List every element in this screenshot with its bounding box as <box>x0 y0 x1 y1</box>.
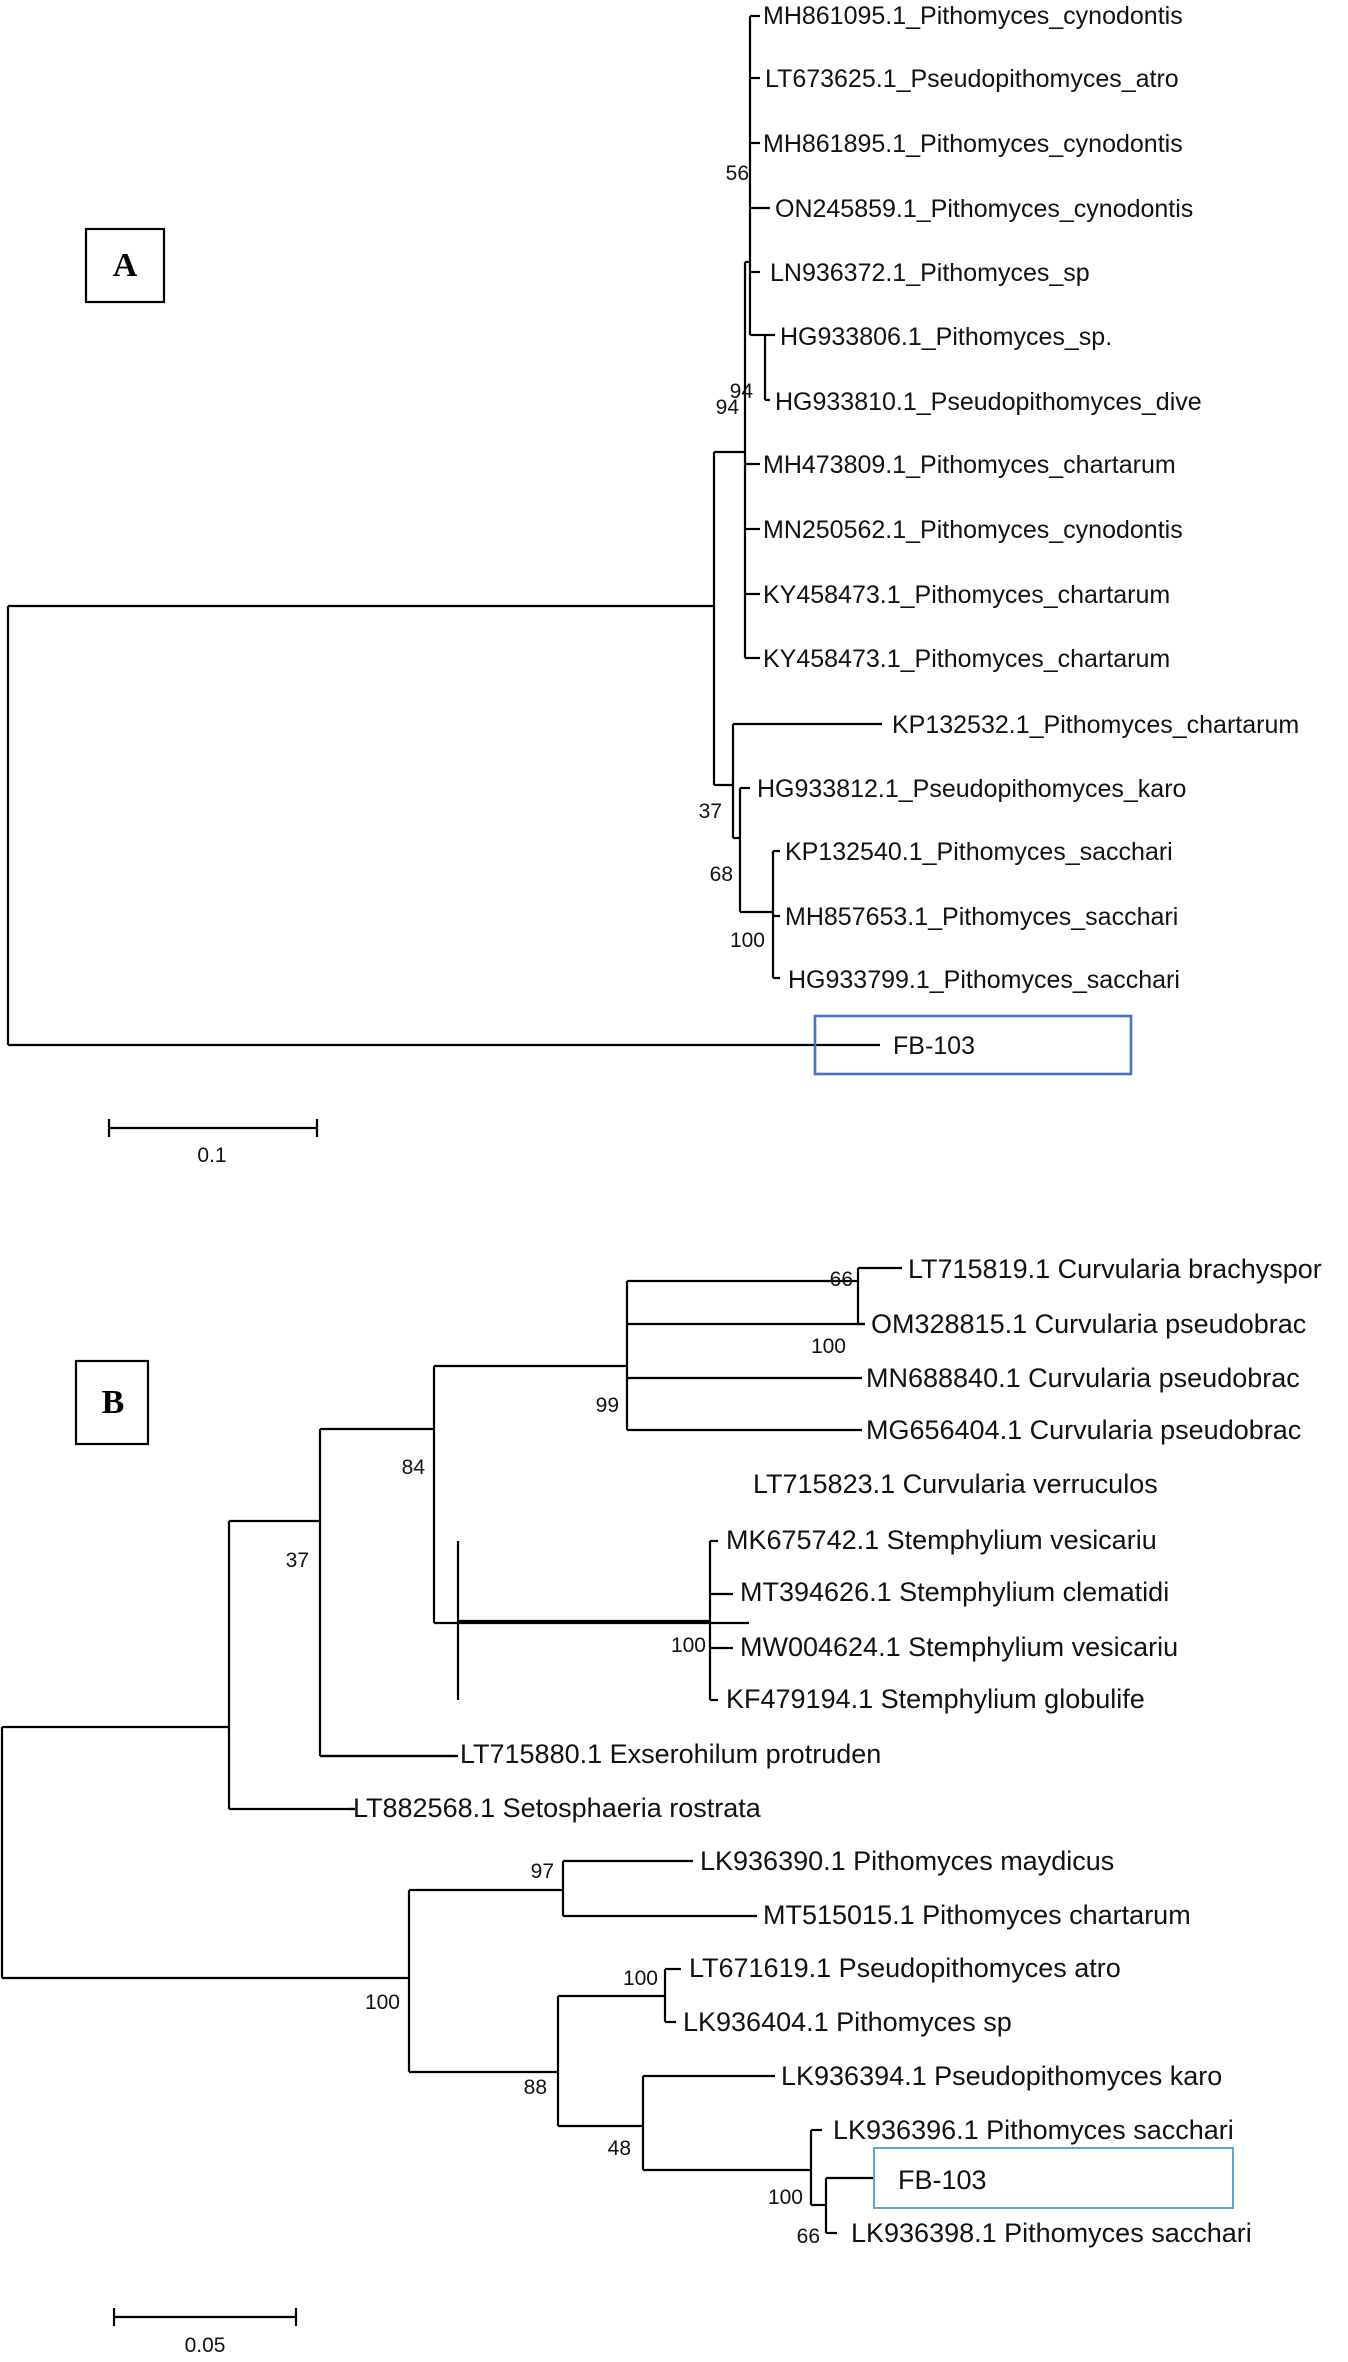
scale-bar-label: 0.1 <box>197 1144 226 1167</box>
taxon-label: LT673625.1_Pseudopithomyces_atro <box>765 65 1179 93</box>
bootstrap-value: 100 <box>768 2186 803 2209</box>
taxon-label: KP132532.1_Pithomyces_chartarum <box>892 711 1299 739</box>
panel-b-label-box <box>74 1359 150 1446</box>
panel-b: B <box>0 1254 1322 2357</box>
panel-a-bootstrap: 56 94 94 37 68 100 <box>699 162 765 952</box>
bootstrap-value: 94 <box>716 396 740 419</box>
bootstrap-value: 99 <box>596 1394 619 1417</box>
taxon-label: LK936394.1 Pseudopithomyces karo <box>781 2061 1222 2091</box>
bootstrap-value: 100 <box>811 1335 846 1358</box>
taxon-label: LK936404.1 Pithomyces sp <box>683 2007 1012 2037</box>
taxon-label: MW004624.1 Stemphylium vesicariu <box>740 1632 1178 1662</box>
taxon-label: MN688840.1 Curvularia pseudobrac <box>866 1363 1300 1393</box>
taxon-label: MH861095.1_Pithomyces_cynodontis <box>763 2 1183 30</box>
bootstrap-value: 84 <box>402 1456 426 1479</box>
taxon-label: ON245859.1_Pithomyces_cynodontis <box>775 195 1193 223</box>
taxon-label: HG933810.1_Pseudopithomyces_dive <box>775 388 1202 416</box>
taxon-label: LT715823.1 Curvularia verruculos <box>753 1469 1158 1499</box>
taxon-label: MN250562.1_Pithomyces_cynodontis <box>763 516 1183 544</box>
bootstrap-value: 88 <box>524 2076 547 2099</box>
panel-a-letter: A <box>113 247 138 284</box>
panel-a: A <box>6 2 1299 1167</box>
panel-b-bootstrap: 66 100 99 84 37 100 97 100 100 88 48 100… <box>286 1268 853 2248</box>
taxon-label: HG933806.1_Pithomyces_sp. <box>780 323 1112 351</box>
taxon-label: MK675742.1 Stemphylium vesicariu <box>726 1525 1157 1555</box>
bootstrap-value: 68 <box>710 863 733 886</box>
taxon-label: MH857653.1_Pithomyces_sacchari <box>785 903 1178 931</box>
bootstrap-value: 48 <box>608 2137 631 2160</box>
query-taxon-label: FB-103 <box>893 1032 975 1060</box>
taxon-label: KF479194.1 Stemphylium globulife <box>726 1684 1145 1714</box>
bootstrap-value: 100 <box>365 1991 400 2014</box>
taxon-label: HG933799.1_Pithomyces_sacchari <box>788 966 1180 994</box>
bootstrap-value: 66 <box>830 1268 853 1291</box>
taxon-label: MH861895.1_Pithomyces_cynodontis <box>763 130 1183 158</box>
panel-b-letter: B <box>102 1384 125 1421</box>
query-highlight-box <box>813 1014 1133 1076</box>
bootstrap-value: 37 <box>699 800 722 823</box>
bootstrap-value: 56 <box>726 162 749 185</box>
taxon-label: LN936372.1_Pithomyces_sp <box>770 259 1090 287</box>
taxon-label: LK936398.1 Pithomyces sacchari <box>851 2218 1252 2248</box>
taxon-label: MH473809.1_Pithomyces_chartarum <box>763 451 1176 479</box>
taxon-label: MG656404.1 Curvularia pseudobrac <box>866 1415 1301 1445</box>
panel-a-taxa: MH861095.1_Pithomyces_cynodontis LT67362… <box>757 2 1299 1060</box>
panel-b-scale-bar: 0.05 <box>112 2308 298 2357</box>
taxon-label: LT882568.1 Setosphaeria rostrata <box>353 1793 762 1823</box>
bootstrap-value: 100 <box>623 1967 658 1990</box>
bootstrap-value: 37 <box>286 1549 309 1572</box>
taxon-label: OM328815.1 Curvularia pseudobrac <box>871 1309 1306 1339</box>
taxon-label: KP132540.1_Pithomyces_sacchari <box>785 838 1173 866</box>
panel-a-scale-bar: 0.1 <box>107 1119 319 1167</box>
bootstrap-value: 94 <box>730 380 754 403</box>
bootstrap-value: 66 <box>797 2225 820 2248</box>
panel-b-branches <box>0 1266 902 2235</box>
taxon-label: LK936390.1 Pithomyces maydicus <box>700 1846 1114 1876</box>
panel-b-taxa: LT715819.1 Curvularia brachyspor OM32881… <box>353 1254 1322 2248</box>
taxon-label: LK936396.1 Pithomyces sacchari <box>833 2115 1234 2145</box>
taxon-label: LT715880.1 Exserohilum protruden <box>460 1739 881 1769</box>
query-highlight-box <box>873 2147 1234 2209</box>
taxon-label: KY458473.1_Pithomyces_chartarum <box>763 645 1170 673</box>
taxon-label: MT394626.1 Stemphylium clematidi <box>740 1577 1169 1607</box>
taxon-label: HG933812.1_Pseudopithomyces_karo <box>757 775 1186 803</box>
taxon-label: LT715819.1 Curvularia brachyspor <box>908 1254 1322 1284</box>
scale-bar-label: 0.05 <box>185 2334 226 2357</box>
taxon-label: MT515015.1 Pithomyces chartarum <box>763 1900 1191 1930</box>
panel-a-branches <box>6 14 882 1047</box>
bootstrap-value: 100 <box>671 1634 706 1657</box>
taxon-label: LT671619.1 Pseudopithomyces atro <box>689 1953 1121 1983</box>
taxon-label: KY458473.1_Pithomyces_chartarum <box>763 581 1170 609</box>
query-taxon-label: FB-103 <box>898 2165 987 2195</box>
panel-a-label-box <box>84 227 166 304</box>
bootstrap-value: 97 <box>531 1860 554 1883</box>
bootstrap-value: 100 <box>730 929 765 952</box>
